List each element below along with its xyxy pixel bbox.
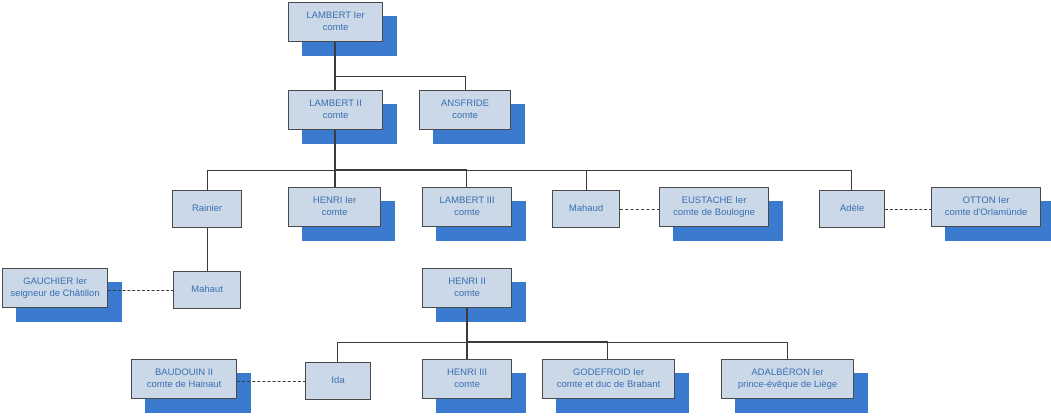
connector-bus-row5-right <box>607 342 788 343</box>
node-label-line: comte et duc de Brabant <box>556 379 661 390</box>
connector-lambert2-stem <box>334 130 336 170</box>
marriage-link-baudouin2-ida <box>237 381 306 382</box>
node-label-line: Adèle <box>839 203 865 214</box>
connector-drop-ida <box>337 342 338 362</box>
node-rainier[interactable]: Rainier <box>172 190 242 228</box>
node-label-line: comte <box>454 288 480 299</box>
node-label-line: seigneur de Châtillon <box>10 288 100 299</box>
node-label-line: comte <box>454 207 480 218</box>
node-label-line: OTTON Ier <box>962 195 1010 206</box>
connector-drop-mahaud <box>586 170 587 190</box>
node-label-line: comte <box>454 379 480 390</box>
connector-bus-row5-mid <box>466 341 608 343</box>
marriage-link-gauchier1-mahaut <box>108 290 174 291</box>
node-label-line: comte <box>322 110 349 121</box>
node-label-line: HENRI Ier <box>312 195 357 206</box>
node-label-line: Mahaut <box>191 284 223 295</box>
connector-lambert1-stem <box>334 42 336 76</box>
connector-drop-lambert2 <box>334 76 336 90</box>
connector-bus-row2 <box>334 76 466 77</box>
node-label-line: ADALBÉRON Ier <box>751 367 824 378</box>
connector-bus-row3-left <box>207 170 335 171</box>
connector-bus-row5-left <box>337 342 467 343</box>
connector-drop-godefroid <box>607 342 608 359</box>
node-label-line: GODEFROID Ier <box>572 367 645 378</box>
node-label-line: comte <box>322 22 349 33</box>
connector-drop-henri3 <box>466 342 468 359</box>
connector-drop-lambert3 <box>466 170 467 187</box>
node-label-line: comte de Boulogne <box>673 207 755 218</box>
node-label-line: HENRI II <box>448 276 486 287</box>
node-adele[interactable]: Adèle <box>819 190 885 228</box>
node-label-line: ANSFRIDE <box>440 98 490 109</box>
node-label-line: EUSTACHE Ier <box>681 195 747 206</box>
node-label-line: LAMBERT Ier <box>306 10 365 21</box>
connector-drop-adele <box>851 170 852 190</box>
node-mahaut[interactable]: Mahaut <box>173 271 241 309</box>
node-ida[interactable]: Ida <box>305 362 371 400</box>
connector-drop-henri1 <box>334 170 336 187</box>
node-label-line: comte <box>452 110 478 121</box>
node-label-line: LAMBERT II <box>309 98 362 109</box>
node-label-line: comte d'Orlamünde <box>944 207 1028 218</box>
node-mahaud[interactable]: Mahaud <box>552 190 620 228</box>
connector-rainier-to-mahaut <box>207 190 208 271</box>
node-label-line: Rainier <box>191 203 223 214</box>
node-label-line: Mahaud <box>568 203 604 214</box>
connector-bus-row3-mid <box>334 169 467 171</box>
node-label-line: comte de Hainaut <box>146 379 222 390</box>
marriage-link-mahaud-eustache1 <box>620 209 660 210</box>
connector-henri2-stem <box>466 308 468 342</box>
node-label-line: prince-évêque de Liège <box>737 379 838 390</box>
marriage-link-adele-otton1 <box>885 209 932 210</box>
node-label-line: Ida <box>331 375 345 386</box>
node-label-line: comte <box>321 207 348 218</box>
connector-bus-row3-right <box>466 170 852 171</box>
node-label-line: GAUCHIER Ier <box>23 276 87 287</box>
connector-drop-ansfride <box>465 76 466 90</box>
node-label-line: BAUDOUIN II <box>154 367 214 378</box>
connector-drop-adalberon <box>787 342 788 359</box>
connector-drop-rainier <box>207 170 208 190</box>
node-label-line: LAMBERT III <box>439 195 495 206</box>
node-label-line: HENRI III <box>446 367 488 378</box>
